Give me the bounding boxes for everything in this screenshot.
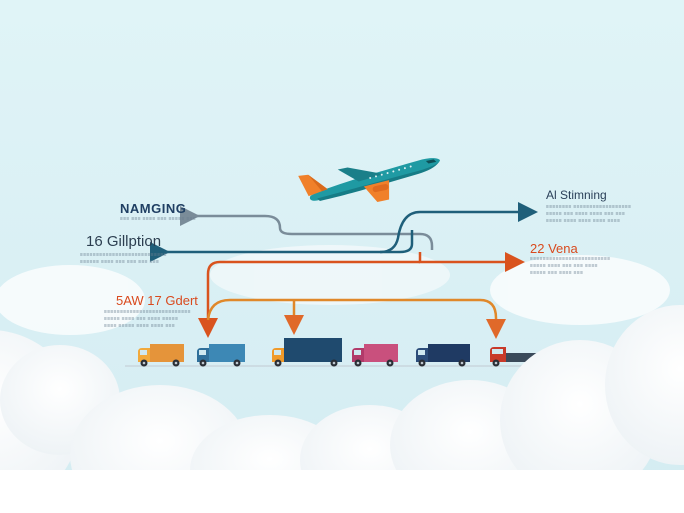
route-line-orange-left <box>198 260 420 338</box>
label-right-top-title: Al Stimning <box>546 188 607 202</box>
route-line-navy-left <box>150 230 414 262</box>
label-left-mid-title: 16 Gillption <box>86 233 162 250</box>
label-left-low-sub1: ≡≡≡≡≡≡≡≡≡≡≡≡≡≡≡≡≡≡≡≡≡≡≡≡≡≡≡ <box>104 309 191 315</box>
truck-magenta-icon <box>352 344 398 367</box>
label-right-top-sub1: ≡≡≡≡≡≡≡≡ ≡≡≡≡≡≡≡≡≡≡≡≡≡≡≡≡≡≡ <box>546 204 632 210</box>
truck-blue-icon <box>197 344 245 367</box>
vehicle-row <box>138 338 546 367</box>
truck-orange-navy-icon <box>272 338 342 367</box>
label-left-mid-sub1: ≡≡≡≡≡≡≡≡≡≡≡≡≡≡≡≡≡≡≡≡≡≡≡≡≡≡≡ <box>80 252 167 258</box>
label-left-top-sub: ≡≡≡ ≡≡≡ ≡≡≡≡ ≡≡≡ ≡≡≡≡≡ ≡≡≡ <box>120 216 197 222</box>
label-right-mid-sub2: ≡≡≡≡≡ ≡≡≡≡ ≡≡≡ ≡≡≡ ≡≡≡≡ <box>530 263 598 269</box>
truck-navy-icon <box>416 344 470 367</box>
background-clouds <box>0 245 670 335</box>
label-left-low-sub2: ≡≡≡≡≡ ≡≡≡≡ ≡≡≡ ≡≡≡≡ ≡≡≡≡≡ <box>104 316 179 322</box>
label-left-low-title: 5AW 17 Gdert <box>116 293 198 308</box>
foreground-clouds <box>0 305 684 513</box>
route-line-gray <box>180 206 434 250</box>
label-right-mid-title: 22 Vena <box>530 241 578 256</box>
label-left-mid-sub2: ≡≡≡≡≡≡ ≡≡≡≡ ≡≡≡ ≡≡≡ ≡≡≡ ≡≡≡ <box>80 259 160 265</box>
van-orange-icon <box>138 344 184 367</box>
label-right-mid-sub3: ≡≡≡≡≡ ≡≡≡ ≡≡≡≡ ≡≡≡ <box>530 270 584 276</box>
airplane-icon <box>298 158 441 203</box>
label-left-top-title: NAMGING <box>120 201 187 216</box>
route-line-navy-right <box>379 202 538 254</box>
label-right-mid-sub1: ≡≡≡≡≡≡≡≡≡≡≡≡≡≡≡≡≡≡≡≡≡≡≡≡≡ <box>530 256 611 262</box>
label-left-low-sub3: ≡≡≡≡ ≡≡≡≡≡ ≡≡≡≡ ≡≡≡≡ ≡≡≡ <box>104 323 176 329</box>
label-right-top-sub2: ≡≡≡≡≡ ≡≡≡ ≡≡≡≡ ≡≡≡≡ ≡≡≡ ≡≡≡ <box>546 211 626 217</box>
route-line-orange-arc <box>206 298 506 339</box>
label-right-top-sub3: ≡≡≡≡≡ ≡≡≡≡ ≡≡≡≡ ≡≡≡≡ ≡≡≡≡ <box>546 218 621 224</box>
